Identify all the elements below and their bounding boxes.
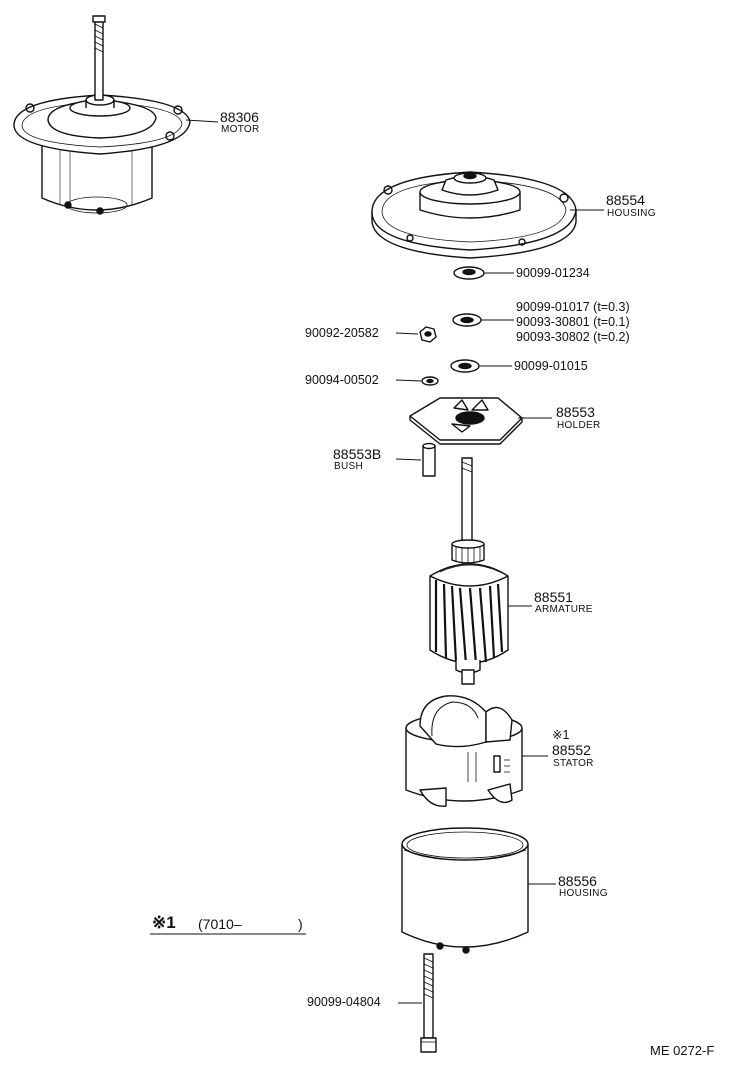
washer-30802-part-number: 90093-30802 (t=0.2) bbox=[516, 330, 630, 344]
armature-part-name: ARMATURE bbox=[535, 604, 593, 615]
washer-00502-part-number: 90094-00502 bbox=[305, 373, 379, 387]
housing-top-illustration bbox=[371, 171, 604, 259]
bush-part-number: 88553B bbox=[333, 446, 382, 462]
bolt-part-number: 90099-04804 bbox=[307, 995, 381, 1009]
armature-part-number: 88551 bbox=[534, 589, 573, 605]
armature-illustration bbox=[429, 457, 532, 685]
stator-part-name: STATOR bbox=[553, 758, 594, 769]
nut-part-number: 90092-20582 bbox=[305, 326, 379, 340]
housing-top-part-name: HOUSING bbox=[607, 208, 656, 219]
small-washer-illustration bbox=[395, 376, 439, 386]
footnote-range-end: ) bbox=[298, 916, 303, 932]
stator-part-number: 88552 bbox=[552, 742, 591, 758]
holder-illustration bbox=[409, 397, 552, 445]
housing-bottom-part-number: 88556 bbox=[558, 873, 597, 889]
washer-01015-part-number: 90099-01015 bbox=[514, 359, 588, 373]
diagram-code: ME 0272-F bbox=[650, 1043, 715, 1058]
holder-part-name: HOLDER bbox=[557, 420, 601, 431]
stator-illustration bbox=[405, 695, 548, 807]
bush-illustration bbox=[395, 442, 436, 477]
footnote-range: (7010– bbox=[198, 916, 242, 932]
motor-part-name: MOTOR bbox=[221, 124, 260, 135]
housing-bottom-illustration bbox=[401, 827, 556, 954]
bush-part-name: BUSH bbox=[334, 461, 363, 472]
housing-top-part-number: 88554 bbox=[606, 192, 645, 208]
washer-stack-illustration bbox=[450, 266, 514, 373]
motor-part-number: 88306 bbox=[220, 109, 259, 125]
washer-01017-part-number: 90099-01017 (t=0.3) bbox=[516, 300, 630, 314]
washer-30801-part-number: 90093-30801 (t=0.1) bbox=[516, 315, 630, 329]
housing-bottom-part-name: HOUSING bbox=[559, 888, 608, 899]
holder-part-number: 88553 bbox=[556, 404, 595, 420]
footnote-mark: ※1 bbox=[152, 913, 176, 932]
bolt-illustration bbox=[398, 953, 437, 1053]
nut-illustration bbox=[395, 326, 437, 343]
washer-01234-part-number: 90099-01234 bbox=[516, 266, 590, 280]
motor-illustration bbox=[13, 15, 219, 215]
stator-footnote-mark: ※1 bbox=[552, 728, 570, 742]
